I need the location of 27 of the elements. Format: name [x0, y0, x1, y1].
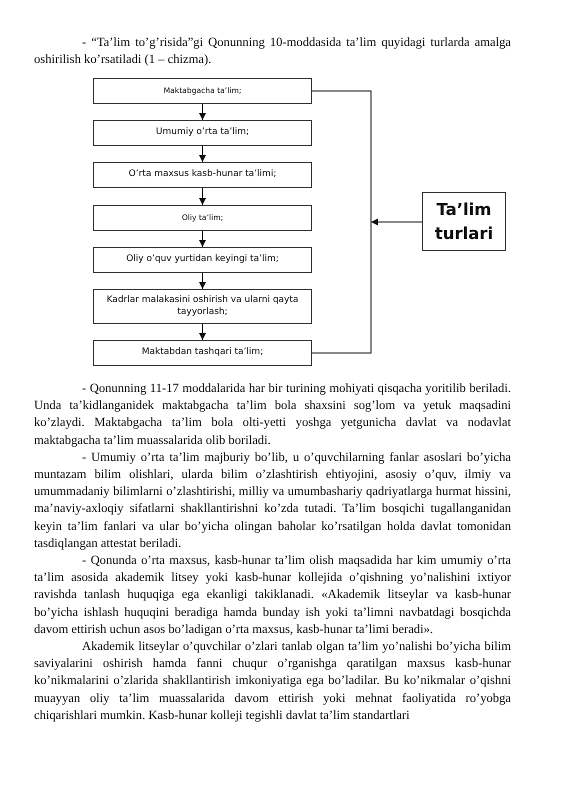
process-box	[93, 289, 312, 324]
text-paragraph: - Qonunda o’rta maxsus, kasb-hunar ta’lim olish maqsadida har kim umumiy o’rta ta’lim asosida akademik litsey yoki kasb-hunar kollejida o’qishning yo’nalishini ixtiyor ravishda tanlash huquqiga ega ekanligi takiklanadi. «Akademik litseylar va kasb-hunar bo’yicha ishlash huquqini beradiga hamda bunday ish yoki ta’limni navbatdagi bosqichda davom ettirish uchun asos bo’ladigan o’rta maxsus, kasb-hunar ta’limi beradi».	[34, 552, 511, 638]
text-paragraph: - Umumiy o’rta ta’lim majburiy bo’lib, u o’quvchilarning fanlar asoslari bo’yicha muntazam bilim olishlari, ularda bilim o’zlashtirish ehtiyojini, asosiy o’quv, ilmiy va umummadaniy bilimlarni o’zlashtirishi, milliy va umumbashariy qadriyatlarga hurmat hissini, ma’naviy-axloqiy sifatlarni shakllantirishni ko’zda tutadi. Ta’lim bosqichi tugallanganidan keyin ta’lim fanlari va ular bo’yicha olingan baholar ko’rsatilgan holda davlat tomonidan tasdiqlangan attestat beriladi.	[34, 448, 511, 552]
process-box	[93, 247, 312, 273]
arrow	[199, 324, 206, 340]
arrow	[199, 272, 206, 290]
text-paragraph: - “Ta’lim to’g’risida”gi Qonunning 10-moddasida ta’lim quyidagi turlarda amalga oshirilish ko’rsatiladi (1 – chizma).	[34, 34, 511, 68]
node-label: Umumiy o’rta ta’lim;	[156, 127, 250, 139]
bracket-line	[312, 90, 372, 354]
arrow	[199, 146, 206, 162]
arrow	[370, 218, 422, 226]
arrow	[199, 104, 206, 120]
text-paragraph: Akademik litseylar o’quvchilar o’zlari tanlab olgan ta’lim yo’nalishi bo’yicha bilim saviyalarini oshirish hamda fanni chuqur o’rganishga qaratilgan maxsus kasb-hunar ko’nikmalarini o’zlarida shakllantirish imkoniyatiga ega bo’ladilar. Bu ko’nikmalar o’qishni muayyan oliy ta’lim muassalarida davom ettirish yoki mehnat faoliyatida ro’yobga chiqarishlari mumkin. Kasb-hunar kolleji tegishli davlat ta’lim standartlari	[34, 638, 511, 724]
process-box	[93, 205, 312, 231]
node-label: O’rta maxsus kasb-hunar ta’limi;	[128, 169, 276, 181]
process-box	[93, 78, 312, 104]
process-box	[93, 120, 312, 146]
node-label: Oliy o’quv yurtidan keyingi ta’lim;	[126, 254, 279, 266]
process-box	[93, 340, 312, 366]
process-box	[93, 162, 312, 188]
node-label: Ta’lim turlari	[434, 198, 494, 244]
text-paragraph: - Qonunning 11-17 moddalarida har bir turining mohiyati qisqacha yoritilib beriladi. Unda ta’kidlanganidek maktabgacha ta’lim bola shaxsini sog’lom va yetuk maqsadini ko’zlaydi. Maktabgacha ta’lim bola olti-yetti yoshga yetgunicha davlat va nodavlat maktabgacha ta’lim muassalarida olib boriladi.	[34, 380, 511, 449]
arrow	[199, 230, 206, 248]
title-box	[422, 192, 506, 251]
node-label: Kadrlar malakasini oshirish va ularni qayta tayyorlash;	[106, 294, 300, 318]
arrow	[199, 188, 206, 206]
node-label: Maktabdan tashqari ta’lim;	[142, 347, 264, 359]
